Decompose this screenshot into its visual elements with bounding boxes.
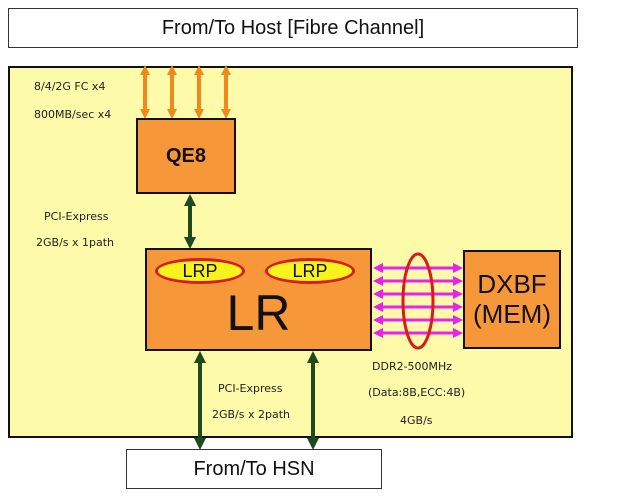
ddr-bus-ring bbox=[401, 252, 435, 350]
ddr-label-2: (Data:8B,ECC:4B) bbox=[368, 386, 466, 399]
host-interface-box: From/To Host [Fibre Channel] bbox=[8, 8, 578, 48]
hsn-interface-box: From/To HSN bbox=[126, 449, 382, 489]
dxbf-memory: DXBF (MEM) bbox=[463, 250, 561, 349]
ddr-label-1: DDR2-500MHz bbox=[372, 360, 453, 373]
lrp-left-label: LRP bbox=[182, 260, 218, 281]
qe8-chip: QE8 bbox=[136, 118, 236, 194]
fc-link-label-1: 8/4/2G FC x4 bbox=[34, 80, 106, 93]
qe8-label: QE8 bbox=[165, 144, 207, 167]
lrp-right: LRP bbox=[265, 258, 355, 284]
fc-link-label-2: 800MB/sec x4 bbox=[34, 108, 112, 121]
lr-chip: LRP LRP LR bbox=[145, 248, 372, 351]
lrp-right-label: LRP bbox=[292, 260, 328, 281]
host-interface-label: From/To Host [Fibre Channel] bbox=[161, 16, 425, 39]
dxbf-label: DXBF bbox=[477, 268, 547, 299]
pcie-qe8-label-2: 2GB/s x 1path bbox=[36, 236, 115, 249]
pcie-hsn-label-2: 2GB/s x 2path bbox=[212, 408, 291, 421]
pcie-hsn-label-1: PCI-Express bbox=[218, 382, 283, 395]
hsn-interface-label: From/To HSN bbox=[193, 457, 315, 480]
pcie-qe8-label-1: PCI-Express bbox=[44, 210, 109, 223]
lrp-left: LRP bbox=[155, 258, 245, 284]
lr-label: LR bbox=[226, 285, 291, 341]
ddr-label-3: 4GB/s bbox=[400, 414, 433, 427]
dxbf-mem-label: (MEM) bbox=[473, 298, 551, 329]
